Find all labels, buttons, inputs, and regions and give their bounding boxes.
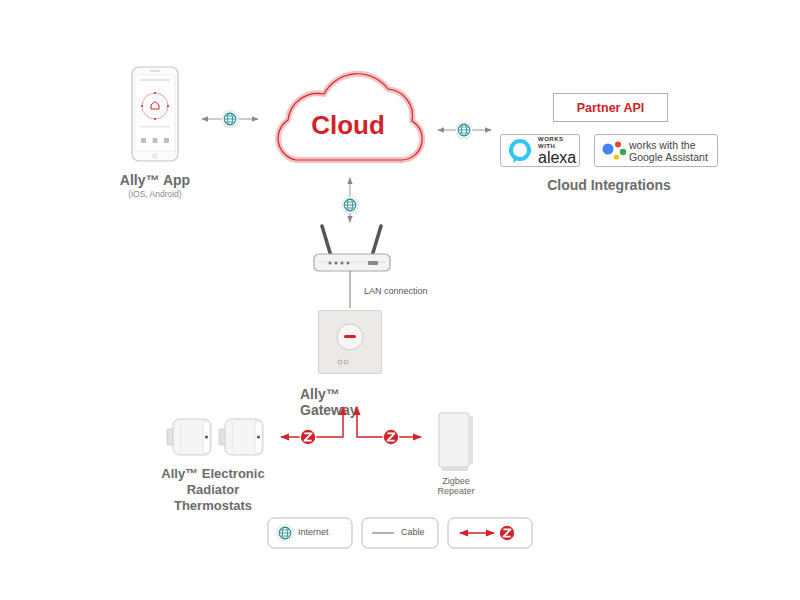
lan-cable xyxy=(350,271,351,308)
internet-icon xyxy=(456,122,473,139)
google-badge: works with the Google Assistant xyxy=(594,134,718,167)
node-label: works with the Google Assistant xyxy=(629,139,717,163)
connector-arrow xyxy=(202,119,258,120)
zigbee-icon xyxy=(300,429,317,446)
zigbee-icon xyxy=(499,525,516,542)
node-illustration xyxy=(506,137,534,165)
legend-boxes xyxy=(268,518,532,548)
node-label: Zigbee Repeater xyxy=(424,476,488,496)
legend-text: Cable xyxy=(401,527,425,537)
api-box: Partner API xyxy=(553,93,668,122)
node-label: (iOS, Android) xyxy=(128,189,181,199)
repeater-node: Zigbee Repeater xyxy=(424,408,488,484)
internet-icon xyxy=(342,197,359,214)
node-illustration xyxy=(599,138,627,164)
gateway-node: Ally™ Gateway xyxy=(300,308,400,404)
alexa-badge: WORKS WITHalexa xyxy=(500,134,580,167)
cloud-node: Cloud xyxy=(262,58,434,172)
connection-label: LAN connection xyxy=(364,286,428,296)
node-illustration xyxy=(131,66,179,162)
legend-text: Internet xyxy=(298,527,329,537)
internet-icon xyxy=(222,111,239,128)
thermostat-node: Ally™ Electronic Radiator Thermostats xyxy=(148,416,278,498)
node-illustration xyxy=(157,416,269,458)
node-label: Ally™ Electronic Radiator Thermostats xyxy=(148,466,278,514)
node-label: alexa xyxy=(538,150,579,166)
integration-group: Cloud Integrations Partner API WORKS WITHa… xyxy=(495,88,723,193)
internet-arrow xyxy=(350,178,351,222)
node-illustration xyxy=(318,310,382,374)
app-node: Ally™ App(iOS, Android) xyxy=(112,66,198,204)
internet-icon xyxy=(277,525,294,542)
node-label: Cloud Integrations xyxy=(495,177,723,193)
connector-arrow xyxy=(438,130,491,131)
zigbee-icon xyxy=(383,429,400,446)
connector-arrow xyxy=(281,407,343,437)
node-label: Ally™ Gateway xyxy=(300,386,400,418)
connector-arrow xyxy=(357,407,421,437)
node-label: Partner API xyxy=(577,101,645,115)
router-illustration xyxy=(314,226,390,271)
node-illustration xyxy=(436,412,476,472)
node-label: Cloud xyxy=(311,110,385,141)
node-label: Ally™ App xyxy=(120,172,190,188)
node-label: WORKS WITH xyxy=(538,136,579,150)
